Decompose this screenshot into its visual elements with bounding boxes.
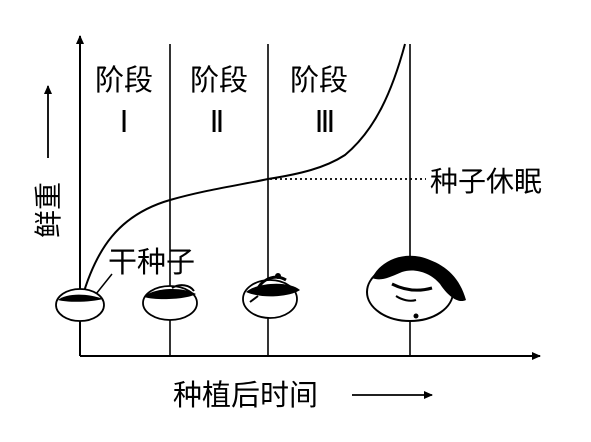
x-axis-title: 种植后时间: [173, 378, 433, 412]
y-axis-title: 鲜重: [32, 85, 65, 238]
dry-seed-label: 干种子: [108, 245, 195, 279]
fresh-weight-curve: [81, 43, 406, 299]
stage-1-numeral: Ⅰ: [120, 106, 129, 139]
y-axis-label: 鲜重: [32, 182, 65, 238]
stage-2-numeral: Ⅱ: [210, 106, 225, 139]
dry-seed-pointer: [95, 273, 113, 295]
seedling-icon: [366, 255, 466, 322]
germinating-seed-icon: [242, 273, 300, 319]
stage-2-label: 阶段: [190, 63, 248, 97]
x-axis-label: 种植后时间: [173, 378, 318, 412]
stage-1-label: 阶段: [95, 63, 153, 97]
stage-3-numeral: Ⅲ: [315, 106, 336, 139]
seed-dormancy-label: 种子休眠: [430, 165, 542, 198]
stage-3-label: 阶段: [290, 63, 348, 97]
imbibed-seed-icon: [142, 284, 198, 321]
dry-seed-icon: [55, 288, 105, 322]
